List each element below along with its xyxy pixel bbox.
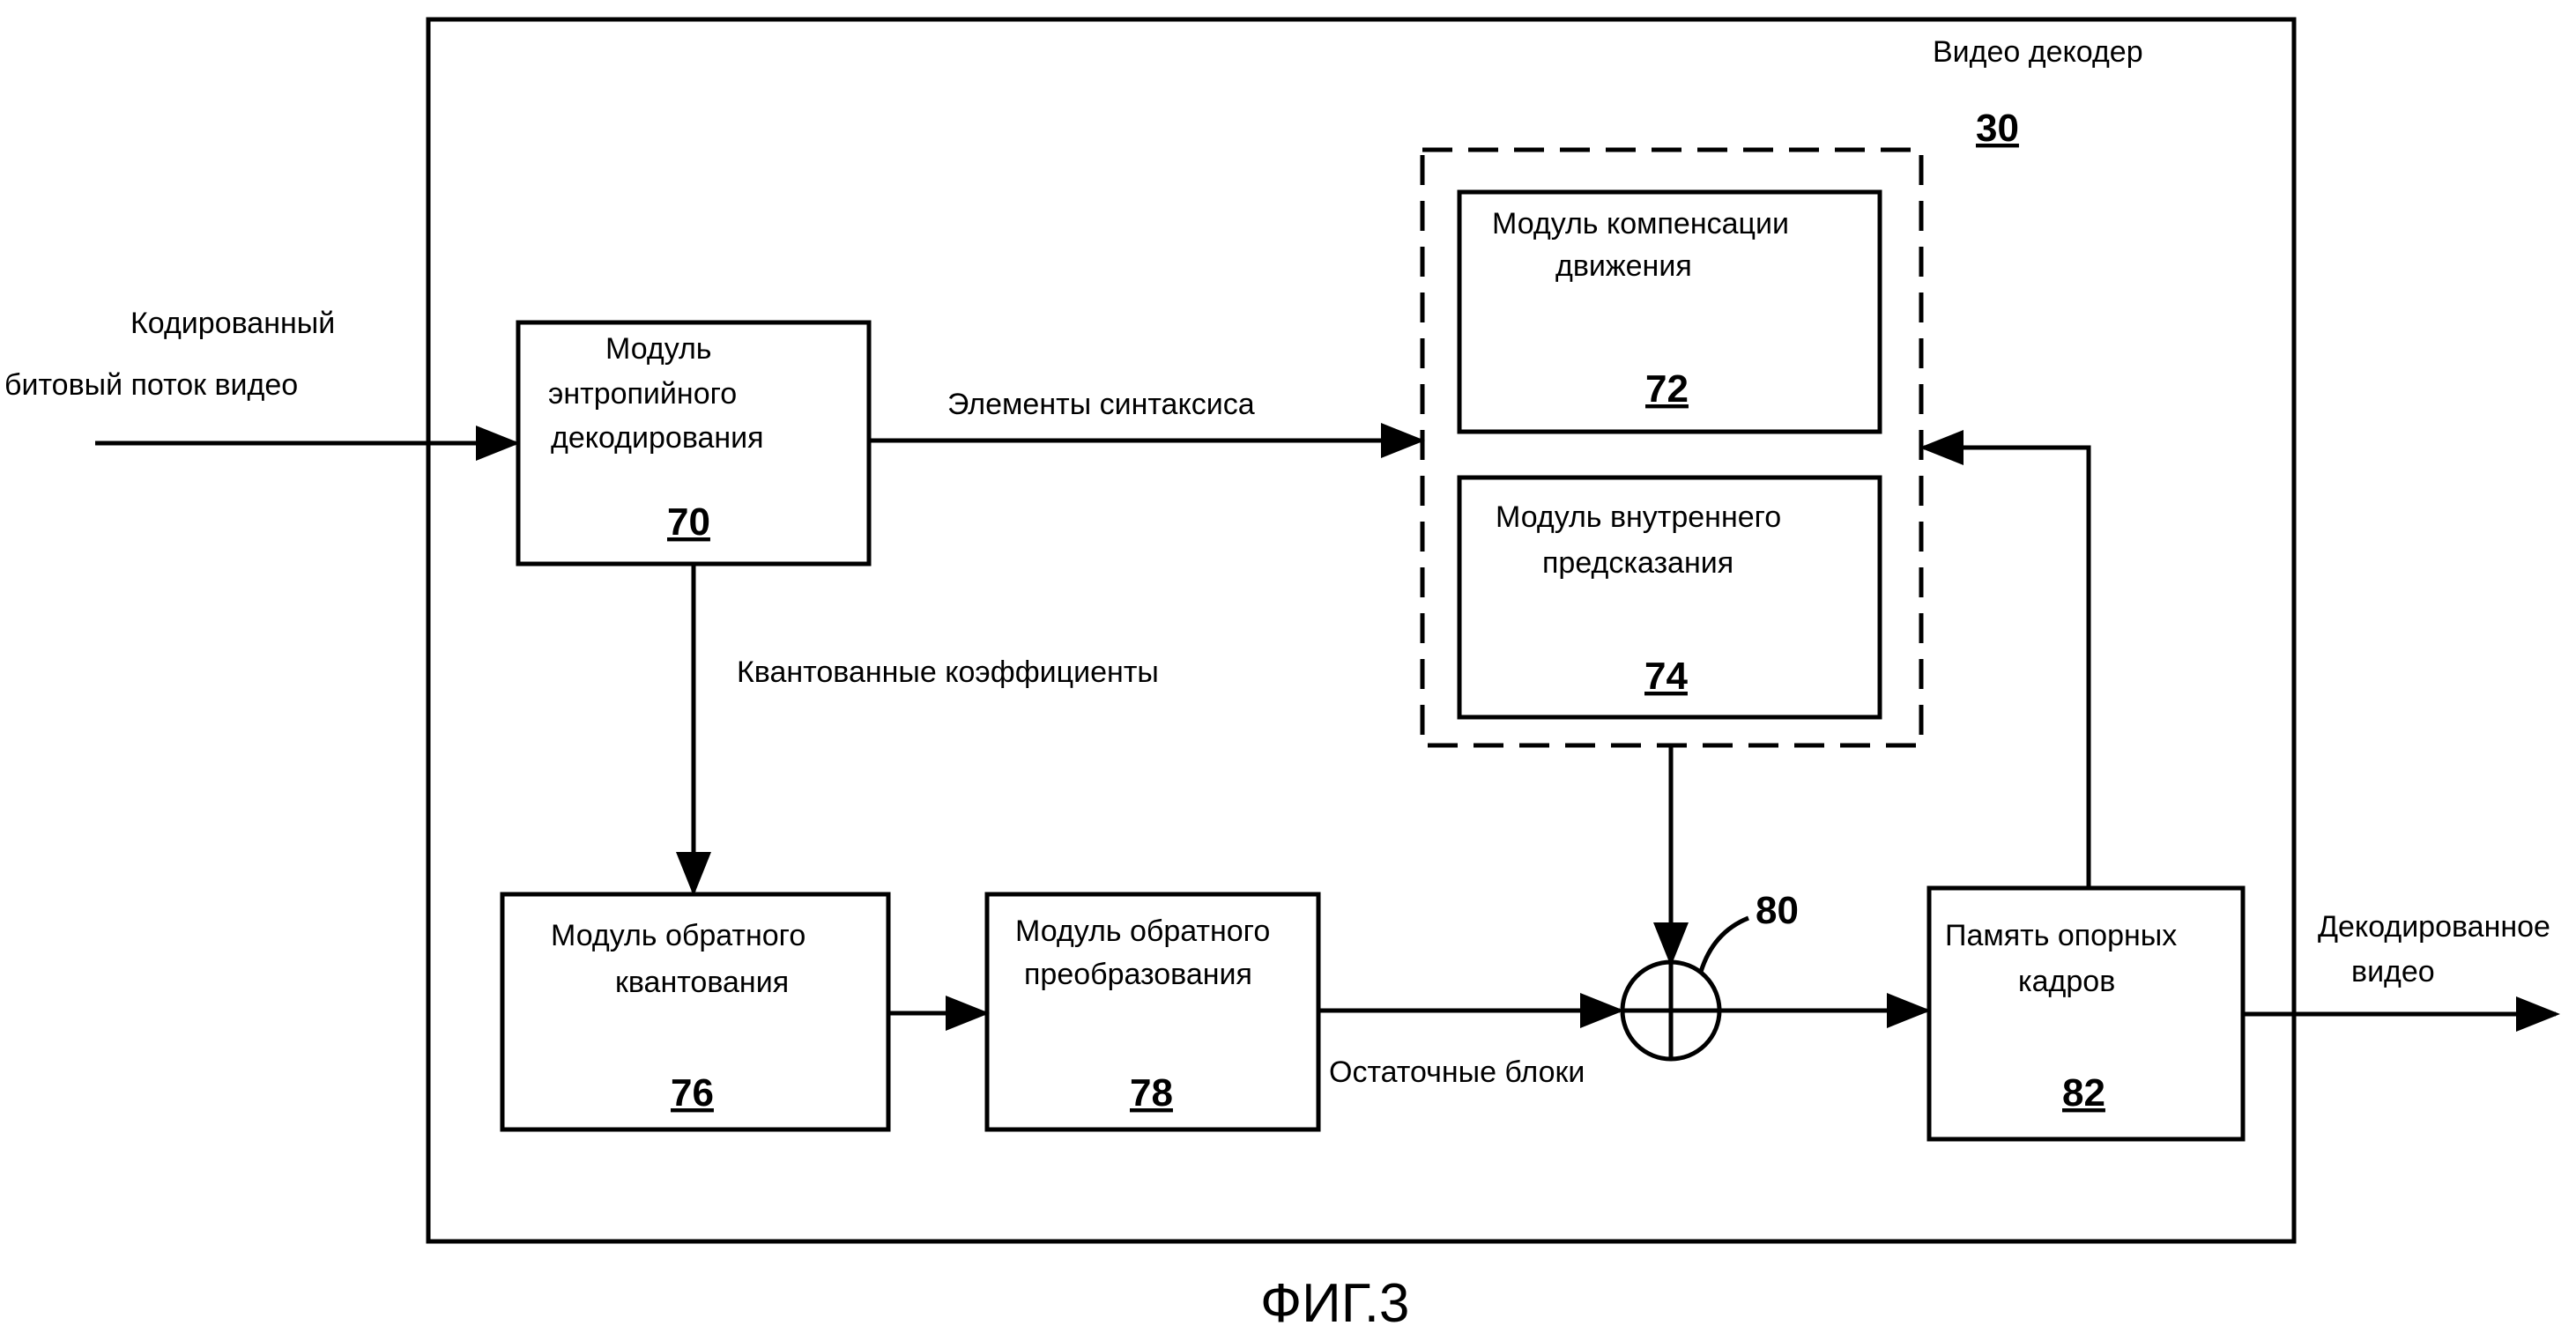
intra-label-line2: предсказания (1542, 546, 1733, 580)
motion-compensation-module (1457, 189, 1882, 434)
video-decoder-frame (426, 17, 2297, 1244)
input-label-line1: Кодированный (130, 307, 335, 340)
ref-memory-label-line2: кадров (2018, 965, 2115, 998)
video-decoder-number: 30 (1976, 107, 2019, 150)
input-label-line2: битовый поток видео (4, 368, 298, 402)
syntax-elements-label: Элементы синтаксиса (947, 388, 1255, 421)
intra-prediction-module (1457, 475, 1882, 720)
output-label-line2: видео (2351, 955, 2435, 989)
inv-quant-label-line1: Модуль обратного (551, 919, 805, 952)
motion-label-line1: Модуль компенсации (1492, 207, 1789, 241)
inv-transform-label-line1: Модуль обратного (1015, 915, 1270, 948)
figure-caption: ФИГ.3 (1260, 1273, 1409, 1333)
inv-quant-label-line2: квантования (615, 966, 789, 999)
intra-label-line1: Модуль внутреннего (1496, 500, 1781, 534)
summer-node (1620, 959, 1722, 1062)
intra-number: 74 (1644, 655, 1688, 698)
video-decoder-label: Видео декодер (1933, 35, 2143, 69)
inv-quant-number: 76 (671, 1071, 714, 1115)
memory-feedback-arrow (1919, 430, 2091, 888)
motion-label-line2: движения (1555, 249, 1692, 283)
summer-number: 80 (1756, 889, 1799, 932)
entropy-number: 70 (667, 500, 710, 544)
inv-transform-number: 78 (1130, 1071, 1173, 1115)
ref-memory-number: 82 (2062, 1071, 2105, 1115)
summer-leader-line (1698, 915, 1749, 973)
entropy-label-line2: энтропийного (548, 377, 737, 411)
motion-number: 72 (1645, 367, 1689, 411)
residual-blocks-label: Остаточные блоки (1329, 1055, 1585, 1089)
inv-transform-label-line2: преобразования (1024, 958, 1252, 991)
entropy-label-line1: Модуль (605, 332, 712, 366)
quantized-coefficients-label: Квантованные коэффициенты (737, 655, 1159, 689)
output-label-line1: Декодированное (2318, 910, 2550, 944)
ref-memory-label-line1: Память опорных (1945, 919, 2177, 952)
entropy-label-line3: декодирования (551, 421, 764, 455)
